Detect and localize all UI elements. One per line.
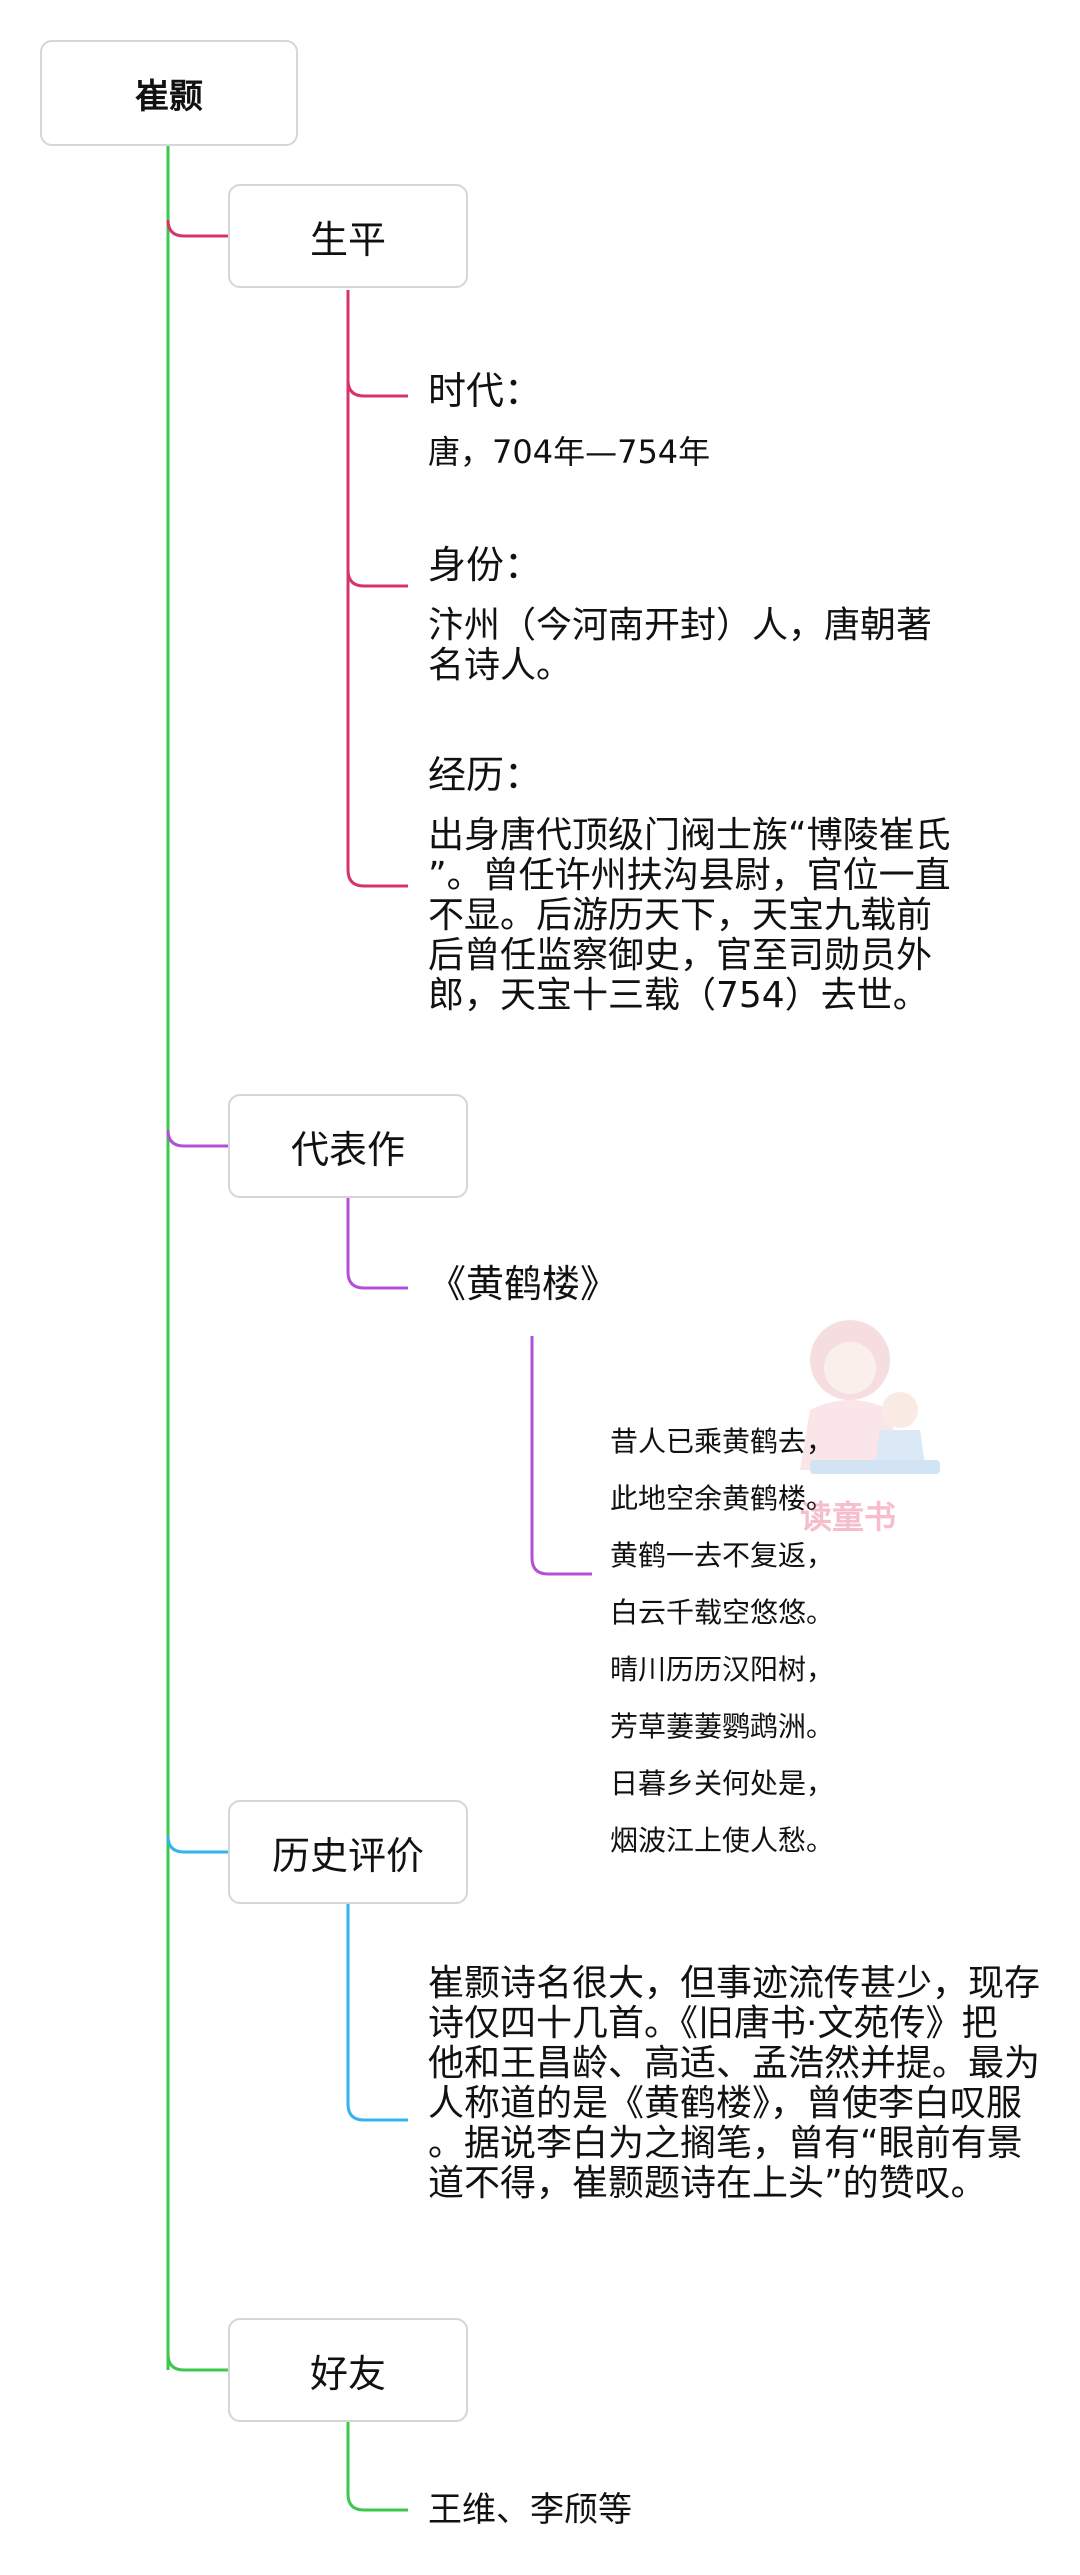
connector-friends (166, 2353, 228, 2372)
life-experience-title: 经历： (428, 753, 543, 797)
root-label: 崔颢 (135, 76, 203, 117)
poem-line: 此地空余黄鹤楼。 (610, 1482, 835, 1515)
watermark-illustration (800, 1320, 940, 1474)
root-node[interactable]: 崔颢 (40, 40, 298, 146)
life-identity-text: 汴州（今河南开封）人，唐朝著 名诗人。 (428, 605, 933, 686)
work-title: 《黄鹤楼》 (428, 1262, 619, 1306)
life-era: 时代： 唐，704年—754年 (428, 350, 710, 491)
connector-friends-text (346, 2422, 408, 2512)
connector-life-items (346, 290, 408, 888)
friends-text: 王维、李颀等 (428, 2490, 632, 2530)
connector-works (166, 1129, 228, 1148)
poem-line: 日暮乡关何处是， (610, 1767, 835, 1800)
branch-life-label: 生平 (309, 217, 386, 262)
poem-line: 黄鹤一去不复返， (610, 1539, 835, 1572)
connector-life (166, 219, 228, 238)
life-era-text: 唐，704年—754年 (428, 433, 711, 471)
poem-line: 昔人已乘黄鹤去， (610, 1425, 835, 1458)
branch-evaluation-label: 历史评价 (271, 1833, 424, 1878)
poem-line: 晴川历历汉阳树， (610, 1653, 835, 1686)
connector-poem (530, 1336, 592, 1576)
branch-friends[interactable]: 好友 (228, 2318, 468, 2422)
life-identity: 身份： 汴州（今河南开封）人，唐朝著 名诗人。 (428, 524, 932, 705)
life-identity-title: 身份： (428, 543, 543, 587)
poem-line: 芳草萋萋鹦鹉洲。 (610, 1710, 835, 1743)
poem-line: 烟波江上使人愁。 (610, 1824, 835, 1857)
branch-friends-label: 好友 (309, 2351, 386, 2396)
life-experience: 经历： 出身唐代顶级门阀士族“博陵崔氏 ”。曾任许州扶沟县尉，官位一直 不显。后… (428, 734, 951, 1035)
poem: 昔人已乘黄鹤去， 此地空余黄鹤楼。 黄鹤一去不复返， 白云千载空悠悠。 晴川历历… (610, 1404, 834, 1879)
branch-works[interactable]: 代表作 (228, 1094, 468, 1198)
branch-life[interactable]: 生平 (228, 184, 468, 288)
connector-works-title (346, 1198, 408, 1290)
evaluation-text: 崔颢诗名很大，但事迹流传甚少，现存 诗仅四十几首。《旧唐书·文苑传》把 他和王昌… (428, 1963, 1041, 2204)
life-experience-text: 出身唐代顶级门阀士族“博陵崔氏 ”。曾任许州扶沟县尉，官位一直 不显。后游历天下… (428, 815, 951, 1016)
branch-works-label: 代表作 (290, 1127, 405, 1172)
connector-evaluation (166, 1835, 228, 1854)
poem-line: 白云千载空悠悠。 (610, 1596, 835, 1629)
branch-evaluation[interactable]: 历史评价 (228, 1800, 468, 1904)
connector-evaluation-text (346, 1904, 408, 2122)
life-era-title: 时代： (428, 369, 543, 413)
watermark-text: 读童书 (800, 1498, 897, 1536)
